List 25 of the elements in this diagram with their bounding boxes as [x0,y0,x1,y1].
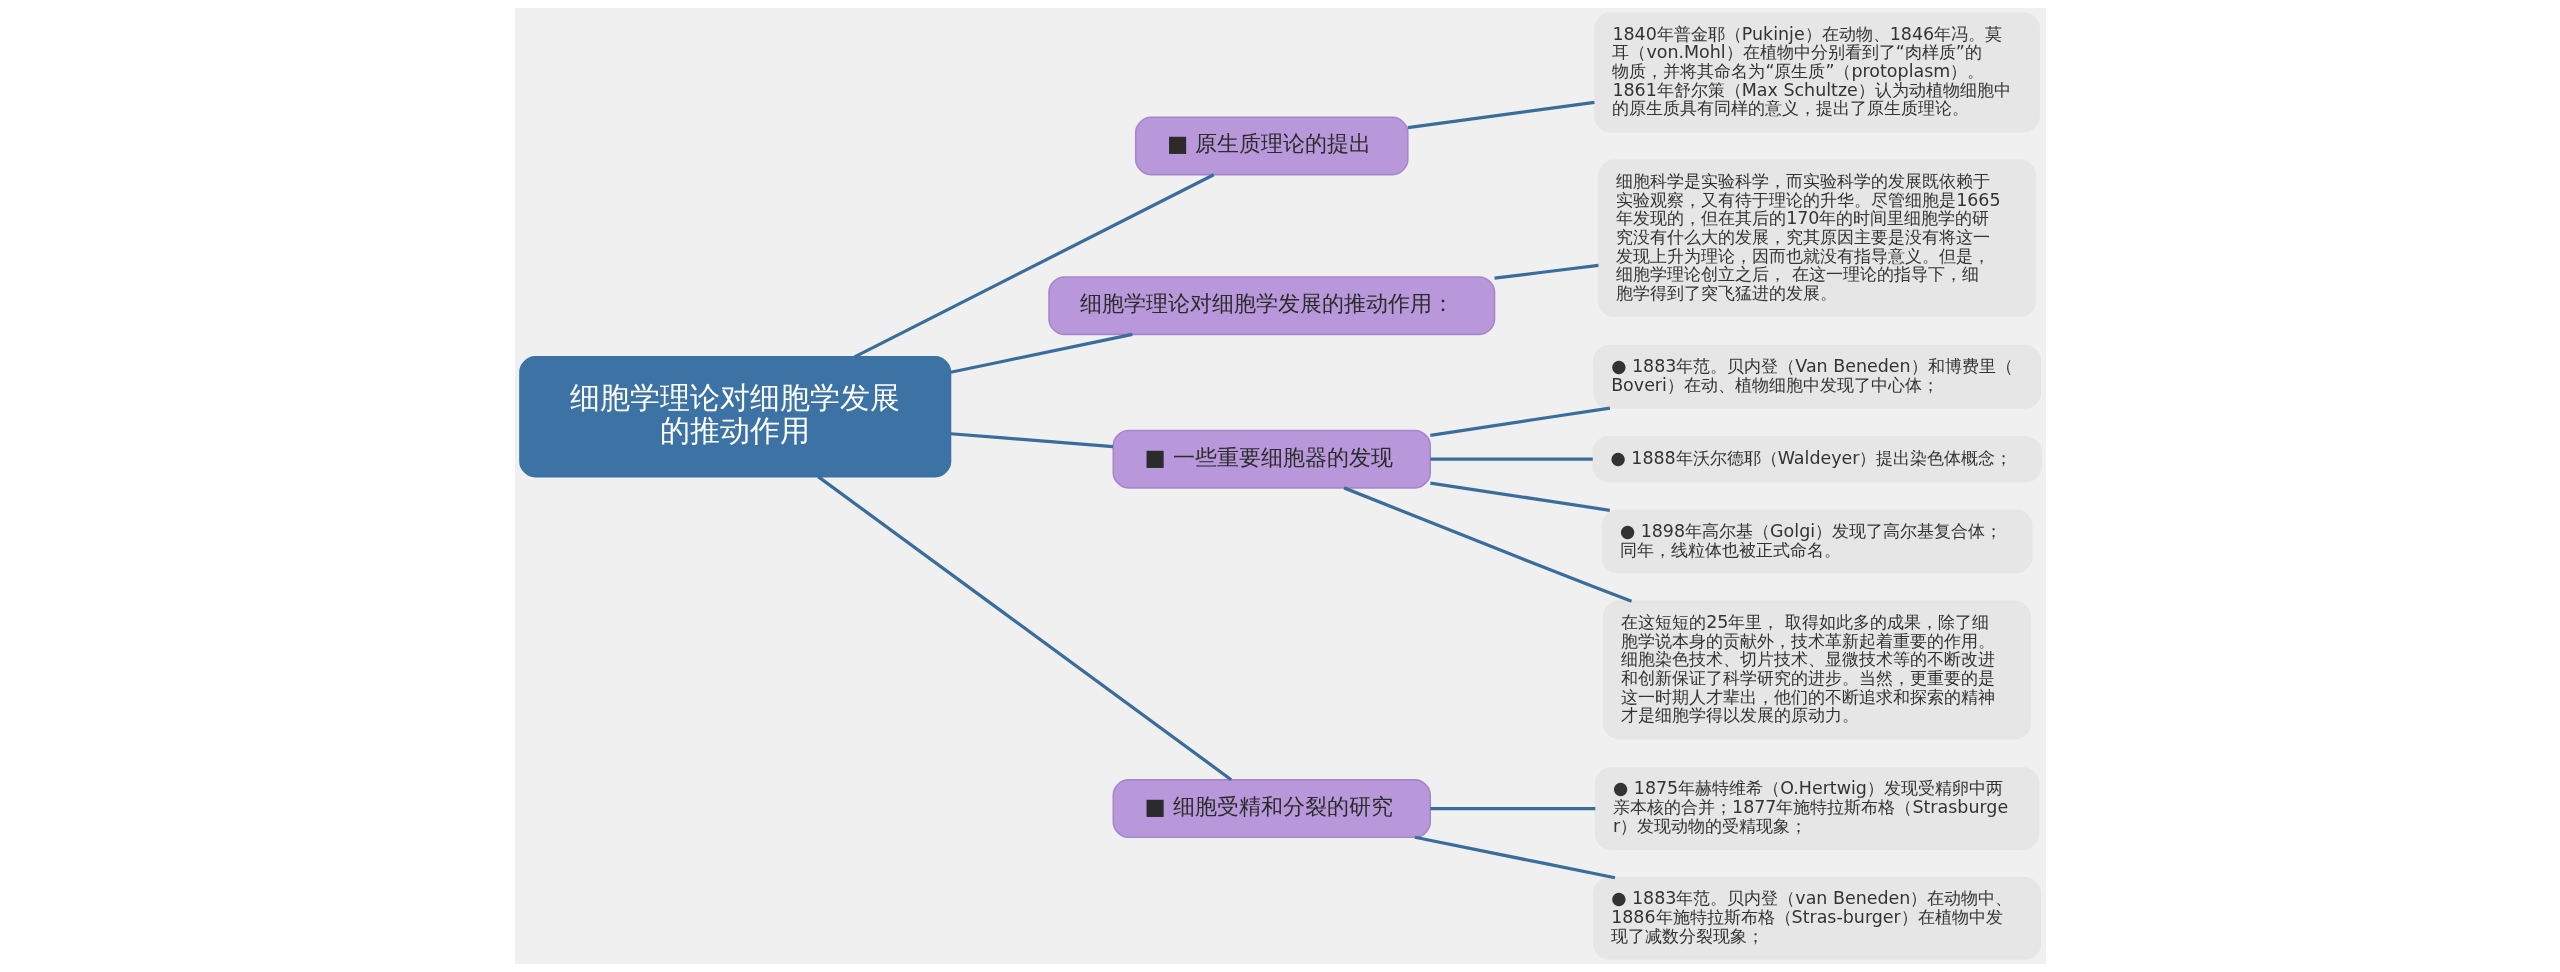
connector [1493,263,1599,280]
connector [1429,806,1595,811]
connector [1429,406,1610,437]
node-box: ● 1875年赫特维希（O.Hertwig）发现受精卵中两亲本核的合并；1877年施特拉斯布格（Strasburger）发现动物的受精现象； [1594,767,2039,850]
node-box: ● 1888年沃尔德耶（Waldeyer）提出染色体概念； [1591,435,2042,483]
node-box: ■ 一些重要细胞器的发现 [1112,429,1431,489]
connector [1429,457,1593,461]
node-box: ■ 细胞受精和分裂的研究 [1112,779,1431,839]
node-box: ● 1883年范。贝内登（Van Beneden）和博费里（Boveri）在动、植物细胞中发现了中心体； [1592,344,2041,409]
node-box: 细胞科学是实验科学，而实验科学的发展既依赖于实验观察，又有待于理论的升华。尽管细胞是1665年发现的，但在其后的170年的时间里细胞学的研究没有什么大的发展，究其原因主要是没有将这一发现上升为理论，因而也就没有指导意义。但是，细胞学理论创立之后， 在这一理论的指导下，细胞学得到了突飞猛进的发展。 [1597,159,2036,318]
node-box: 在这短短的25年里， 取得如此多的成果，除了细胞学说本身的贡献外，技术革新起着重要的作用。细胞染色技术、切片技术、显微技术等的不断改进和创新保证了科学研究的进步。当然，更重要的是这一时期人才辈出，他们的不断追求和探索的精神才是细胞学得以发展的原动力。 [1602,600,2031,740]
connector [1407,100,1595,130]
connector [1342,486,1632,603]
node-box: 细胞学理论对细胞学发展的推动作用： [1047,276,1495,336]
node-box: ■ 原生质理论的提出 [1134,116,1409,176]
connector [853,173,1214,359]
node-box: 1840年普金耶（Pukinje）在动物、1846年冯。莫耳（von.Mohl）在植物中分别看到了“肉样质”的物质，并将其命名为“原生质”（protoplasm）。1861年舒尔策（Max Schultze）认为动植物细胞中的原生质具有同样的意义，提出了原生质理论。 [1593,12,2040,133]
connector [950,432,1113,449]
connector [816,475,1232,781]
node-box: ● 1883年范。贝内登（van Beneden）在动物中、1886年施特拉斯布格（Stras-burger）在植物中发现了减数分裂现象； [1592,877,2041,960]
node-box: ● 1898年高尔基（Golgi）发现了高尔基复合体；同年，线粒体也被正式命名。 [1601,509,2032,574]
node-box: 细胞学理论对细胞学发展的推动作用 [518,356,951,478]
connector [1414,835,1615,880]
connector [949,332,1133,374]
connector [1429,481,1610,512]
